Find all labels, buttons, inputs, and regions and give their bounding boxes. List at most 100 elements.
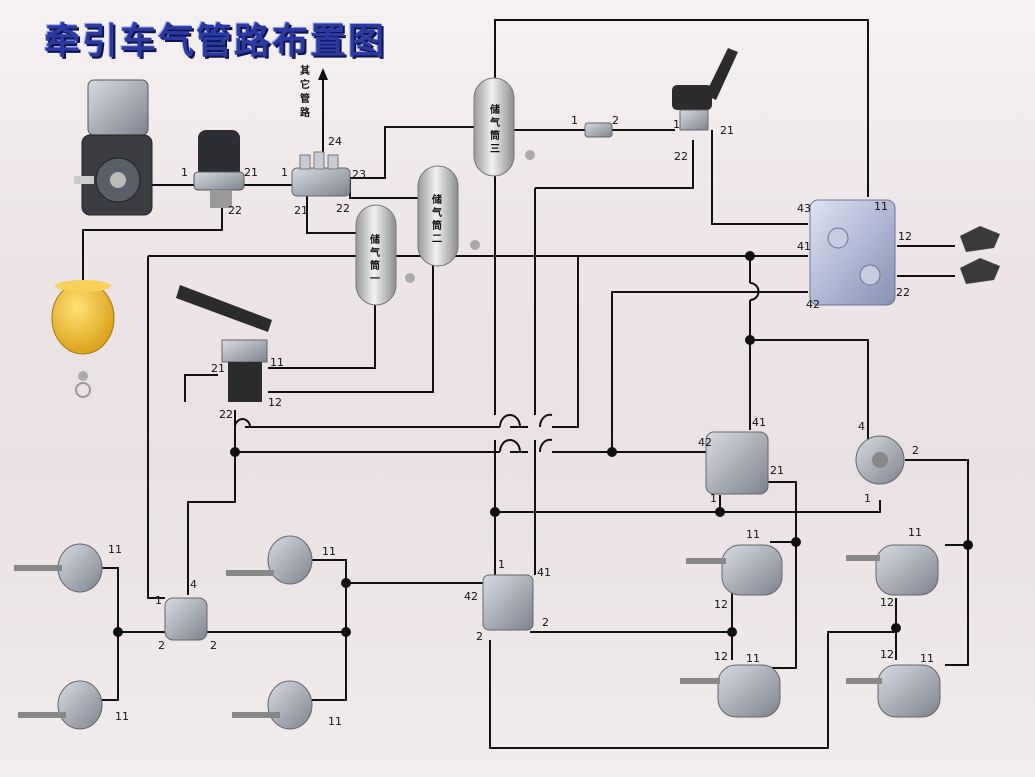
svg-text:2: 2	[612, 114, 619, 127]
svg-text:2: 2	[542, 616, 549, 629]
svg-text:11: 11	[746, 652, 760, 665]
svg-text:2: 2	[476, 630, 483, 643]
spring-brake-chamber-1	[686, 544, 783, 596]
svg-text:11: 11	[874, 200, 888, 213]
svg-text:二: 二	[432, 233, 442, 245]
svg-text:1: 1	[571, 114, 578, 127]
air-tank-2	[417, 165, 480, 267]
svg-text:1: 1	[864, 492, 871, 505]
svg-text:43: 43	[797, 202, 811, 215]
svg-text:22: 22	[896, 286, 910, 299]
spring-brake-chamber-4	[846, 664, 941, 718]
svg-text:筒: 筒	[432, 219, 442, 232]
svg-text:12: 12	[880, 648, 894, 661]
tank-label-1: 储 气 筒 一	[369, 233, 380, 285]
svg-text:2: 2	[912, 444, 919, 457]
svg-text:1: 1	[710, 492, 717, 505]
svg-text:储: 储	[369, 233, 380, 246]
svg-text:其: 其	[300, 64, 310, 77]
svg-text:21: 21	[770, 464, 784, 477]
svg-text:11: 11	[920, 652, 934, 665]
svg-text:筒: 筒	[370, 259, 380, 272]
condensate-tank	[51, 280, 115, 398]
foot-brake-valve	[176, 285, 272, 402]
svg-text:2: 2	[210, 639, 217, 652]
svg-text:12: 12	[268, 396, 282, 409]
port-labels: 1 21 22 1 24 23 21 22 1 21 22 1 2 43 11 …	[108, 114, 934, 728]
svg-text:气: 气	[489, 116, 500, 129]
svg-text:22: 22	[219, 408, 233, 421]
other-lines-label: 其 它 管 路	[300, 64, 311, 119]
svg-text:4: 4	[190, 578, 197, 591]
svg-text:11: 11	[115, 710, 129, 723]
svg-text:它: 它	[300, 78, 310, 91]
pipe-lines	[82, 19, 969, 749]
svg-text:1: 1	[673, 118, 680, 131]
tank-label-3: 储 气 筒 三	[489, 103, 500, 155]
svg-text:42: 42	[464, 590, 478, 603]
svg-text:23: 23	[352, 168, 366, 181]
spring-brake-chamber-2	[680, 664, 781, 718]
svg-text:24: 24	[328, 135, 342, 148]
svg-text:11: 11	[908, 526, 922, 539]
svg-text:一: 一	[370, 274, 380, 285]
page-title: 牵引车气管路布置图	[44, 21, 387, 62]
svg-text:气: 气	[431, 206, 442, 219]
air-dryer	[193, 130, 245, 208]
svg-text:1: 1	[155, 594, 162, 607]
svg-text:11: 11	[322, 545, 336, 558]
junction-dots	[113, 251, 973, 637]
svg-text:41: 41	[752, 416, 766, 429]
svg-text:气: 气	[369, 246, 380, 259]
inline-filter	[584, 122, 613, 138]
svg-text:42: 42	[698, 436, 712, 449]
svg-text:21: 21	[294, 204, 308, 217]
tank-label-2: 储 气 筒 二	[431, 193, 442, 245]
rear-relay-valve	[482, 574, 534, 631]
svg-text:储: 储	[431, 193, 442, 206]
front-relay-valve	[164, 597, 208, 641]
arrow-up-icon	[318, 68, 328, 80]
hand-brake-valve	[672, 48, 738, 131]
svg-text:41: 41	[537, 566, 551, 579]
brake-chamber-front-right-2	[232, 680, 313, 730]
svg-text:22: 22	[228, 204, 242, 217]
svg-text:1: 1	[281, 166, 288, 179]
four-circuit-protection-valve	[291, 151, 351, 197]
air-tank-3	[473, 77, 535, 177]
svg-text:11: 11	[746, 528, 760, 541]
quick-release-valve	[855, 435, 905, 485]
svg-text:三: 三	[490, 143, 500, 155]
svg-text:11: 11	[108, 543, 122, 556]
spring-brake-chamber-3	[846, 544, 939, 596]
brake-chamber-front-right-1	[226, 535, 313, 585]
svg-text:11: 11	[328, 715, 342, 728]
svg-text:11: 11	[270, 356, 284, 369]
svg-text:路: 路	[300, 106, 311, 119]
svg-text:1: 1	[498, 558, 505, 571]
svg-text:12: 12	[880, 596, 894, 609]
svg-text:筒: 筒	[490, 129, 500, 142]
svg-text:1: 1	[181, 166, 188, 179]
brake-chamber-front-left-1	[14, 543, 103, 593]
svg-text:储: 储	[489, 103, 500, 116]
svg-text:22: 22	[336, 202, 350, 215]
air-compressor	[74, 79, 153, 216]
svg-text:12: 12	[714, 650, 728, 663]
trailer-coupling-heads	[960, 226, 1000, 284]
svg-text:21: 21	[211, 362, 225, 375]
svg-text:2: 2	[158, 639, 165, 652]
svg-text:12: 12	[898, 230, 912, 243]
svg-text:21: 21	[244, 166, 258, 179]
svg-text:42: 42	[806, 298, 820, 311]
air-tank-1	[355, 204, 415, 306]
brake-chamber-front-left-2	[18, 680, 103, 730]
trailer-control-valve	[809, 199, 896, 306]
svg-text:12: 12	[714, 598, 728, 611]
svg-text:4: 4	[858, 420, 865, 433]
trailer-relay-valve	[705, 431, 769, 495]
svg-text:管: 管	[300, 92, 310, 105]
svg-text:21: 21	[720, 124, 734, 137]
svg-text:22: 22	[674, 150, 688, 163]
